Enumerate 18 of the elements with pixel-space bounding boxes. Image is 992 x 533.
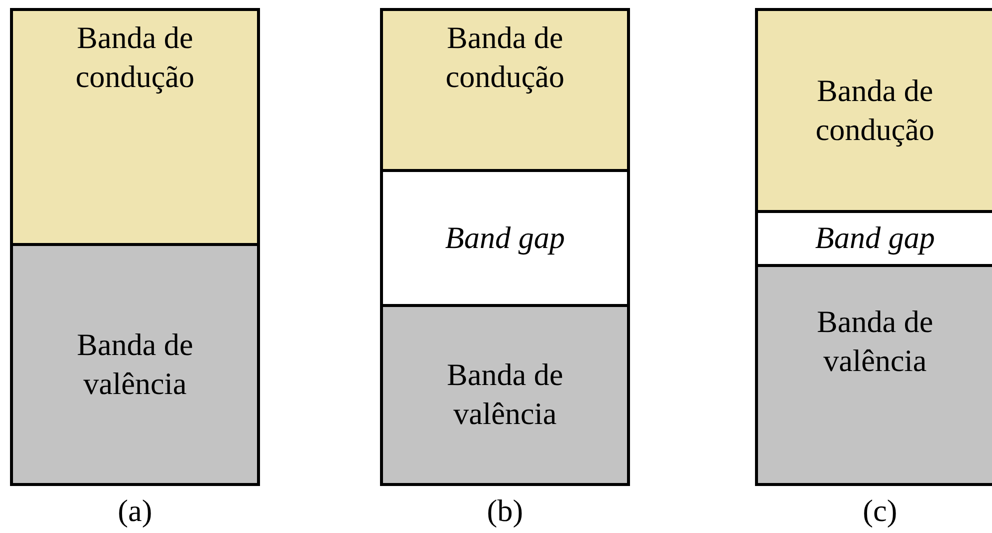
band-label: Banda de condução [74,19,196,96]
band-label: Banda de valência [76,326,194,402]
conduction-band [10,8,260,246]
conduction-band [380,8,630,172]
band-label: Band gap [445,218,565,257]
band-label: Banda de valência [446,356,564,433]
conduction-band [755,8,992,213]
band-label: Band gap [815,219,935,258]
band-label: Banda de condução [814,72,936,149]
band-label: Banda de valência [816,303,934,380]
panel-label: (a) [116,493,154,529]
panel-label: (b) [486,493,524,529]
band-label: Banda de condução [444,19,566,96]
valence-band [10,243,260,486]
valence-band [380,304,630,486]
panel-label: (c) [862,493,898,529]
valence-band [755,264,992,486]
band-gap [380,169,630,307]
